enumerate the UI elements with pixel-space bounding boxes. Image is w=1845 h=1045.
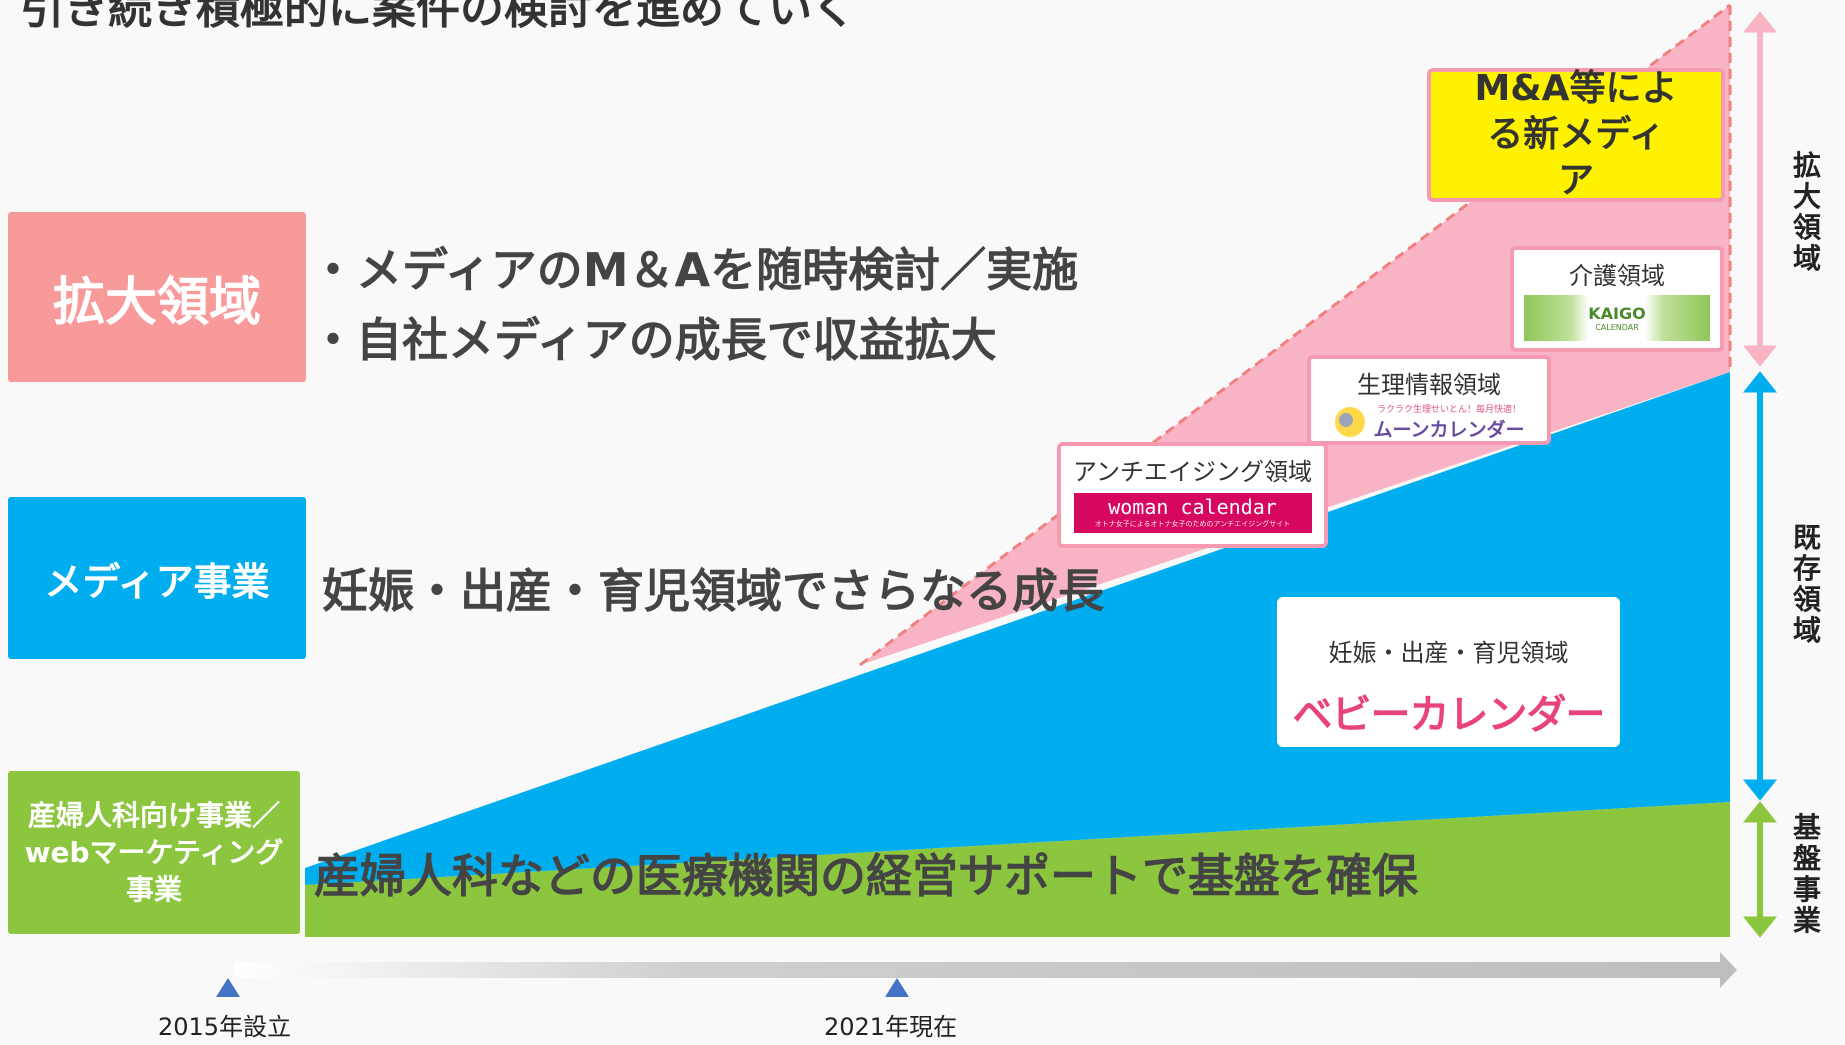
marker-2021-icon [885, 978, 909, 997]
page-title: 引き続き積極的に案件の検討を進めていく [20, 0, 856, 34]
base-area-label: 基盤事業 [1792, 811, 1821, 937]
marker-2015-icon [216, 978, 240, 997]
bullet-item: ・メディアのM＆Aを随時検討／実施 [310, 243, 1079, 297]
exist-range-arrow [1742, 371, 1778, 801]
media-area [305, 372, 1730, 885]
koala-moon-icon [1335, 407, 1366, 437]
baby-card-title: 妊娠・出産・育児領域 [1328, 639, 1569, 667]
timeline-arrow [235, 952, 1737, 988]
timeline-start-label: 2015年設立 [158, 1013, 292, 1041]
anti-card-title: アンチエイジング領域 [1072, 458, 1313, 486]
moon-card-title: 生理情報領域 [1357, 371, 1501, 399]
kaigo-card: 介護領域 KAIGO CALENDAR [1510, 246, 1724, 352]
base-range-arrow [1742, 801, 1778, 938]
kaigo-calendar-logo: KAIGO CALENDAR [1524, 295, 1710, 341]
expansion-bullets: ・メディアのM＆Aを随時検討／実施 ・自社メディアの成長で収益拡大 [310, 235, 1078, 375]
base-business-label: 産婦人科向け事業／webマーケティング事業 [24, 799, 284, 906]
baby-calendar-logo: ベビーカレンダー [1292, 692, 1606, 738]
expand-range-arrow [1742, 11, 1778, 367]
kaigo-card-title: 介護領域 [1569, 262, 1665, 290]
bullet-item: ・自社メディアの成長で収益拡大 [310, 313, 997, 367]
moon-card: 生理情報領域 ラクラク生理せいとん！毎月快適！ ムーンカレンダー [1307, 355, 1551, 445]
moon-logo-sub: ラクラク生理せいとん！毎月快適！ [1376, 405, 1521, 415]
media-business-box: メディア事業 [8, 497, 306, 659]
woman-logo-sub: オトナ女子によるオトナ女子のためのアンチエイジングサイト [1094, 520, 1291, 528]
expansion-label-box: 拡大領域 [8, 212, 306, 382]
anti-aging-card: アンチエイジング領域 woman calendar オトナ女子によるオトナ女子の… [1057, 442, 1328, 548]
media-description: 妊娠・出産・育児領域でさらなる成長 [322, 564, 1104, 618]
woman-calendar-logo: woman calendar オトナ女子によるオトナ女子のためのアンチエイジング… [1073, 493, 1312, 533]
timeline-now-label: 2021年現在 [824, 1013, 958, 1041]
woman-logo-text: woman calendar [1108, 495, 1277, 519]
moon-calendar-logo: ラクラク生理せいとん！毎月快適！ ムーンカレンダー [1311, 402, 1547, 442]
expand-area-label: 拡大領域 [1792, 149, 1821, 275]
ma-card-label: M&A等による新メディア [1474, 68, 1678, 201]
ma-new-media-card: M&A等による新メディア [1427, 68, 1725, 202]
kaigo-logo-text: KAIGO [1588, 304, 1646, 323]
baby-calendar-card: 妊娠・出産・育児領域 ベビーカレンダー [1277, 597, 1620, 747]
moon-logo-text: ムーンカレンダー [1373, 419, 1525, 441]
base-area [305, 802, 1730, 937]
existing-area-label: 既存領域 [1792, 521, 1821, 647]
base-business-box: 産婦人科向け事業／webマーケティング事業 [8, 771, 300, 934]
base-description: 産婦人科などの医療機関の経営サポートで基盤を確保 [314, 849, 1418, 903]
kaigo-logo-sub: CALENDAR [1595, 323, 1639, 332]
expansion-dashed-edge [859, 3, 1731, 667]
